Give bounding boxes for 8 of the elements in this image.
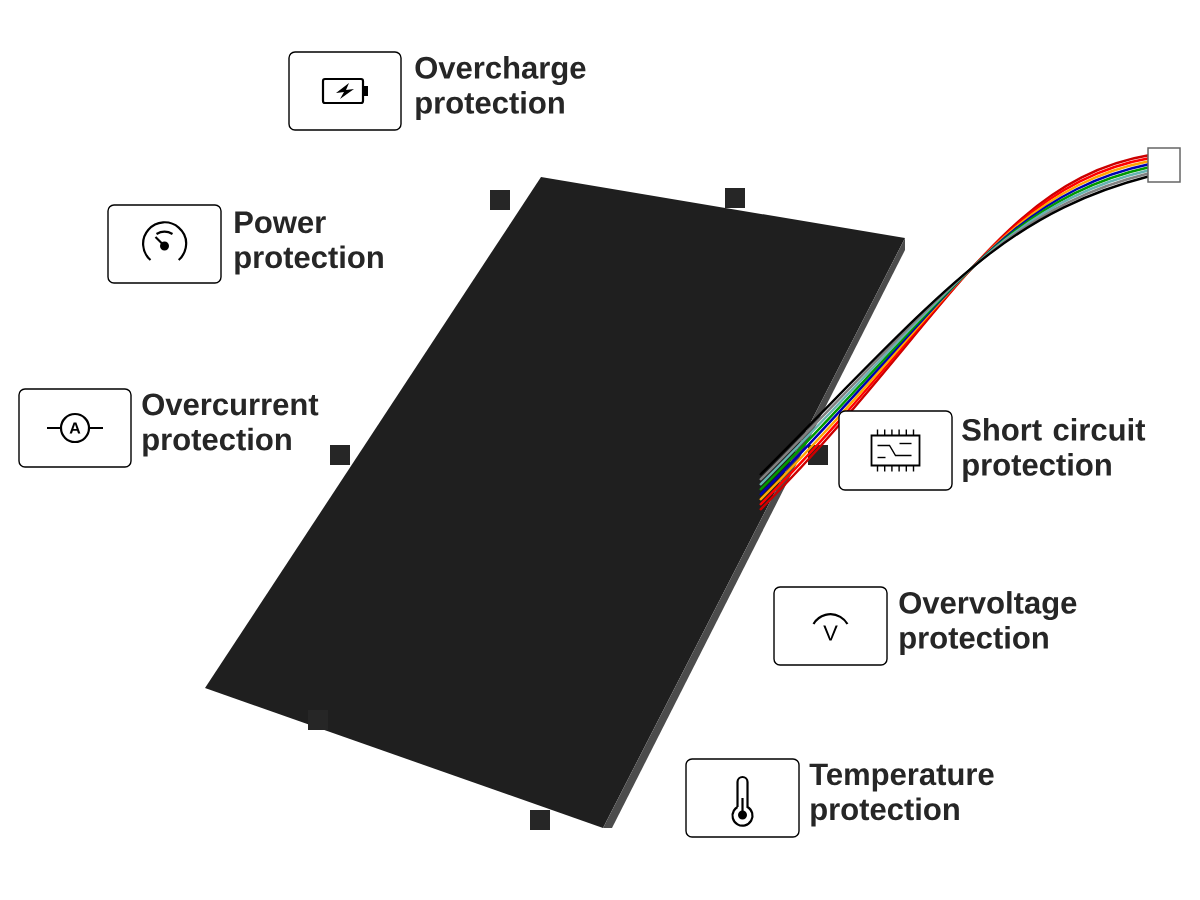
icon-box: A	[18, 388, 132, 468]
feature-label: Overcharge protection	[415, 56, 586, 120]
icon-box: V	[773, 586, 888, 666]
feature-label: Short circuit protection	[962, 418, 1146, 482]
feature-label: Power protection	[235, 211, 383, 275]
feature-label: Temperature protection	[809, 763, 994, 827]
feature-label: Overvoltage protection	[899, 591, 1077, 655]
feature-label: Overcurrent protection	[142, 393, 319, 457]
